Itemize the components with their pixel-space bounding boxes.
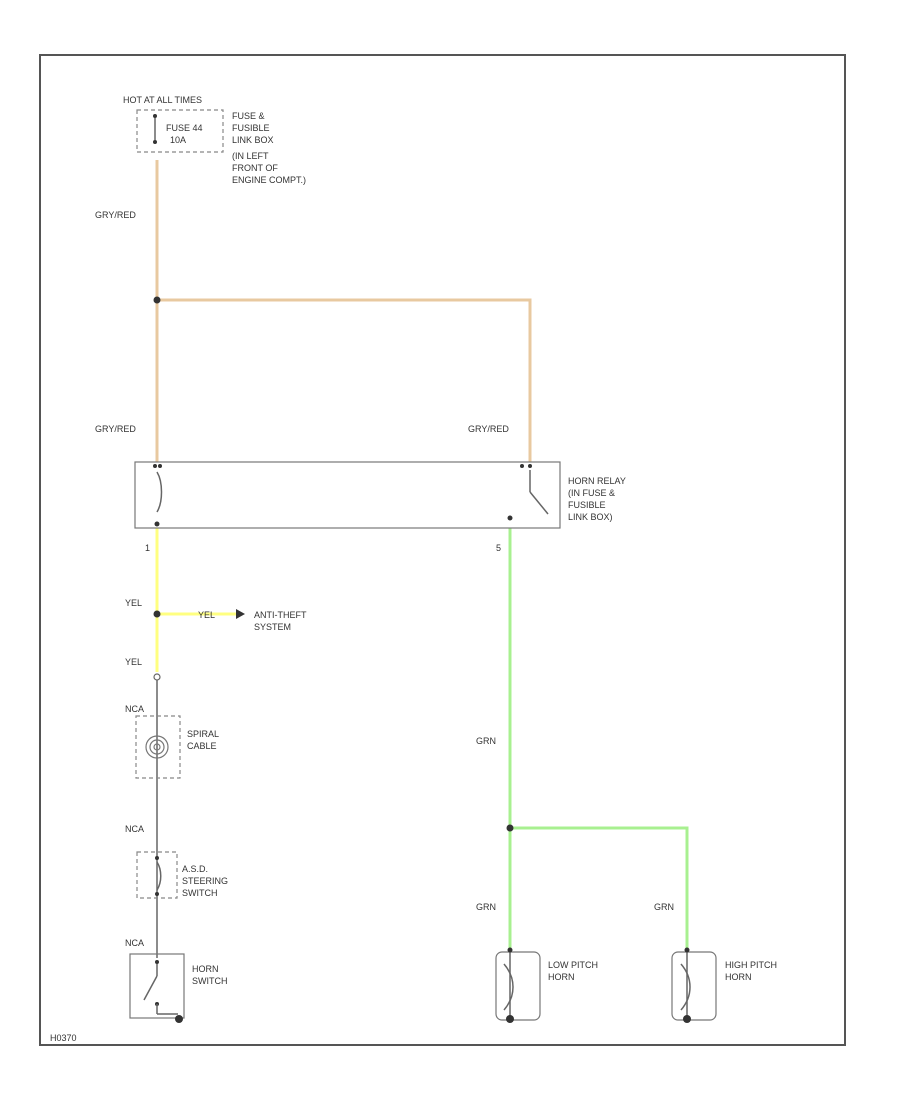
svg-text:LINK BOX: LINK BOX <box>232 135 274 145</box>
svg-text:SWITCH: SWITCH <box>192 976 228 986</box>
horn-switch <box>129 953 185 1023</box>
wire-label-grn-3: GRN <box>654 902 674 912</box>
svg-text:ENGINE COMPT.): ENGINE COMPT.) <box>232 175 306 185</box>
spiral-cable <box>135 715 181 779</box>
svg-text:HIGH PITCH: HIGH PITCH <box>725 960 777 970</box>
svg-text:HORN RELAY: HORN RELAY <box>568 476 626 486</box>
svg-text:A.S.D.: A.S.D. <box>182 864 208 874</box>
svg-text:(IN FUSE &: (IN FUSE & <box>568 488 615 498</box>
spiral-cable-label: SPIRAL CABLE <box>187 729 219 751</box>
wire-label-gry-red-top: GRY/RED <box>95 210 136 220</box>
grn-wire-branch <box>510 826 689 950</box>
wire-label-nca-3: NCA <box>125 938 144 948</box>
svg-text:LOW PITCH: LOW PITCH <box>548 960 598 970</box>
fuse-44 <box>136 109 224 153</box>
svg-text:HORN: HORN <box>192 964 219 974</box>
arrow-icon <box>236 609 245 619</box>
svg-text:FRONT OF: FRONT OF <box>232 163 278 173</box>
horn-relay-label: HORN RELAY (IN FUSE & FUSIBLE LINK BOX) <box>568 476 626 522</box>
svg-text:FUSIBLE: FUSIBLE <box>232 123 270 133</box>
splice-grn <box>506 824 514 832</box>
svg-text:SYSTEM: SYSTEM <box>254 622 291 632</box>
diagram-id-label: H0370 <box>50 1033 77 1043</box>
svg-text:FUSE &: FUSE & <box>232 111 265 121</box>
relay-pin-1-label: 1 <box>145 543 150 553</box>
svg-text:HORN: HORN <box>725 972 752 982</box>
fuse-44-amp-label: 10A <box>170 135 186 145</box>
connector <box>153 673 161 681</box>
wire-label-nca-2: NCA <box>125 824 144 834</box>
wire-label-nca-1: NCA <box>125 704 144 714</box>
horn-switch-label: HORN SWITCH <box>192 964 228 986</box>
wire-label-yel-2: YEL <box>125 657 142 667</box>
wire-label-yel-branch: YEL <box>198 610 215 620</box>
hot-at-all-times-label: HOT AT ALL TIMES <box>123 95 202 105</box>
svg-text:ANTI-THEFT: ANTI-THEFT <box>254 610 307 620</box>
asd-steering-switch-label: A.S.D. STEERING SWITCH <box>182 864 228 898</box>
svg-text:STEERING: STEERING <box>182 876 228 886</box>
asd-steering-switch <box>136 851 178 899</box>
wire-label-gry-red-left: GRY/RED <box>95 424 136 434</box>
low-pitch-horn <box>495 947 541 1023</box>
wire-label-grn-2: GRN <box>476 902 496 912</box>
svg-text:SPIRAL: SPIRAL <box>187 729 219 739</box>
low-pitch-horn-label: LOW PITCH HORN <box>548 960 598 982</box>
svg-text:HORN: HORN <box>548 972 575 982</box>
wire-label-grn-1: GRN <box>476 736 496 746</box>
svg-text:LINK BOX): LINK BOX) <box>568 512 613 522</box>
wire-label-yel-1: YEL <box>125 598 142 608</box>
wire-label-gry-red-right: GRY/RED <box>468 424 509 434</box>
high-pitch-horn <box>671 947 717 1023</box>
high-pitch-horn-label: HIGH PITCH HORN <box>725 960 777 982</box>
diagram-frame <box>39 54 846 1046</box>
fuse-44-label: FUSE 44 <box>166 123 203 133</box>
splice-gry-red <box>153 296 161 304</box>
svg-text:CABLE: CABLE <box>187 741 217 751</box>
gry-red-wire-branch <box>157 298 532 462</box>
svg-text:FUSIBLE: FUSIBLE <box>568 500 606 510</box>
fuse-box-label: FUSE & FUSIBLE LINK BOX (IN LEFT FRONT O… <box>232 111 306 185</box>
splice-yel <box>153 610 161 618</box>
horn-relay <box>134 461 561 529</box>
svg-text:(IN LEFT: (IN LEFT <box>232 151 269 161</box>
svg-text:SWITCH: SWITCH <box>182 888 218 898</box>
anti-theft-system-label: ANTI-THEFT SYSTEM <box>254 610 307 632</box>
relay-pin-5-label: 5 <box>496 543 501 553</box>
